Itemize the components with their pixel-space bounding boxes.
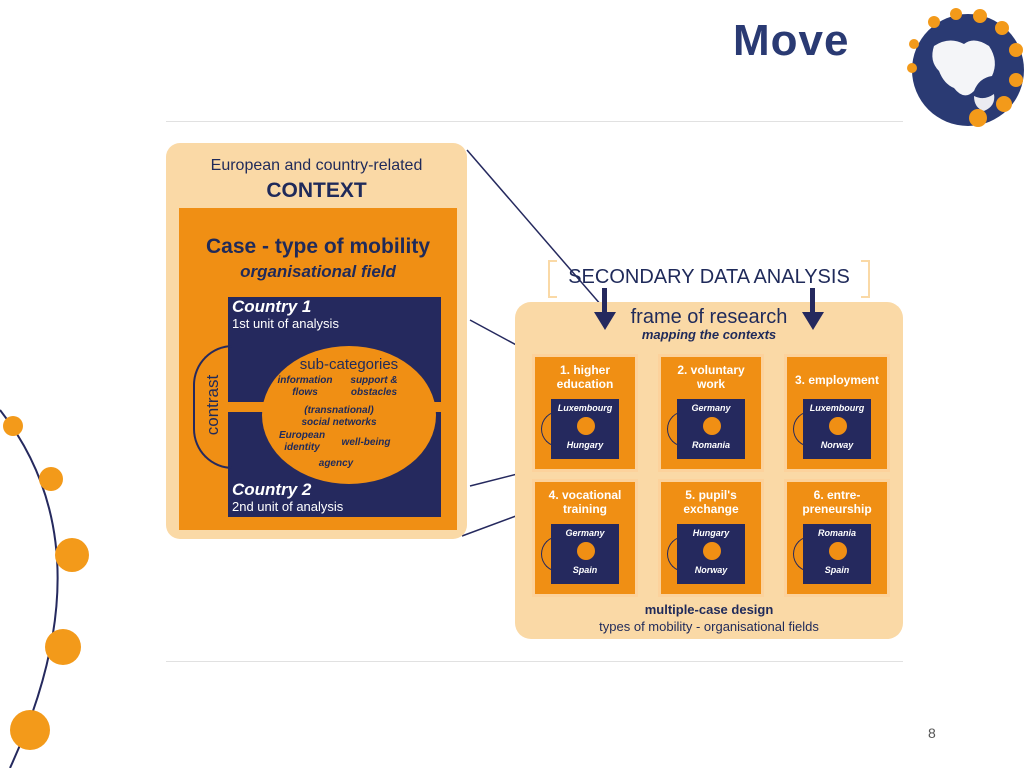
case-cell-title: 4. vocational training [548,488,622,516]
bracket-right [861,260,870,298]
subcategory-item: European identity [278,430,326,453]
arc-dot [3,416,23,436]
case-subtitle: organisational field [240,262,396,281]
context-line-2: CONTEXT [266,179,367,202]
frame-subtitle: mapping the contexts [641,327,777,342]
arc-dot [45,629,81,665]
country-label: Germany [691,403,731,413]
top-divider [166,121,903,122]
case-cell-title: 2. voluntary work [677,363,745,391]
country-2-subtitle: 2nd unit of analysis [232,499,344,514]
country-label: Spain [824,565,850,575]
country-label: Romania [691,440,730,450]
bottom-divider [166,661,903,662]
country-label: Spain [572,565,598,575]
country-1-title: Country 1 [232,297,312,316]
case-dot [829,417,847,435]
country-label: Norway [820,440,854,450]
subcategory-item: (transnational) social networks [301,405,377,428]
country-label: Luxembourg [557,403,613,413]
bracket-left [548,260,557,298]
subcategory-item: support & obstacles [350,375,398,398]
country-label: Germany [565,528,605,538]
case-cell-title: 3. employment [794,373,880,387]
case-dot [829,542,847,560]
case-dot [703,542,721,560]
page-number: 8 [928,725,936,741]
subcategories-circle: sub-categories information flows support… [262,346,436,484]
design-subtitle: types of mobility - organisational field… [599,619,819,634]
arc-dot [39,467,63,491]
country-2-title: Country 2 [232,480,312,499]
case-dot [703,417,721,435]
case-cell-title: 1. higher education [556,363,614,391]
case-cell-6: 6. entre-preneurship Romania Spain [787,482,887,594]
case-cell-4: 4. vocational training Germany Spain [535,482,635,594]
arrow-down-icon [594,288,616,330]
case-dot [577,542,595,560]
country-label: Luxembourg [809,403,865,413]
case-cell-3: 3. employment Luxembourg Norway [787,357,887,469]
country-label: Norway [694,565,728,575]
case-cell-title: 6. entre-preneurship [802,488,872,516]
case-cell-title: 5. pupil's exchange [683,488,739,516]
arc-dot [55,538,89,572]
frame-title: frame of research [630,306,788,328]
country-1-subtitle: 1st unit of analysis [232,316,339,331]
case-cell-1: 1. higher education Luxembourg Hungary [535,357,635,469]
arrow-down-icon [802,288,824,330]
design-title: multiple-case design [644,602,774,617]
subcategory-item: agency [318,458,354,469]
logo-text: Move [733,16,850,65]
subcategories-title: sub-categories [299,356,399,373]
secondary-data-title: SECONDARY DATA ANALYSIS [568,266,850,288]
country-label: Romania [817,528,856,538]
globe-icon [907,8,1024,127]
case-cell-2: 2. voluntary work Germany Romania [661,357,761,469]
contrast-label: contrast [203,374,222,436]
arc-dot [10,710,50,750]
subcategory-item: well-being [341,437,391,448]
context-line-1: European and country-related [210,157,423,174]
country-label: Hungary [692,528,730,538]
case-dot [577,417,595,435]
subcategory-item: information flows [277,375,333,398]
case-cell-5: 5. pupil's exchange Hungary Norway [661,482,761,594]
country-label: Hungary [566,440,604,450]
case-title: Case - type of mobility [205,235,431,258]
